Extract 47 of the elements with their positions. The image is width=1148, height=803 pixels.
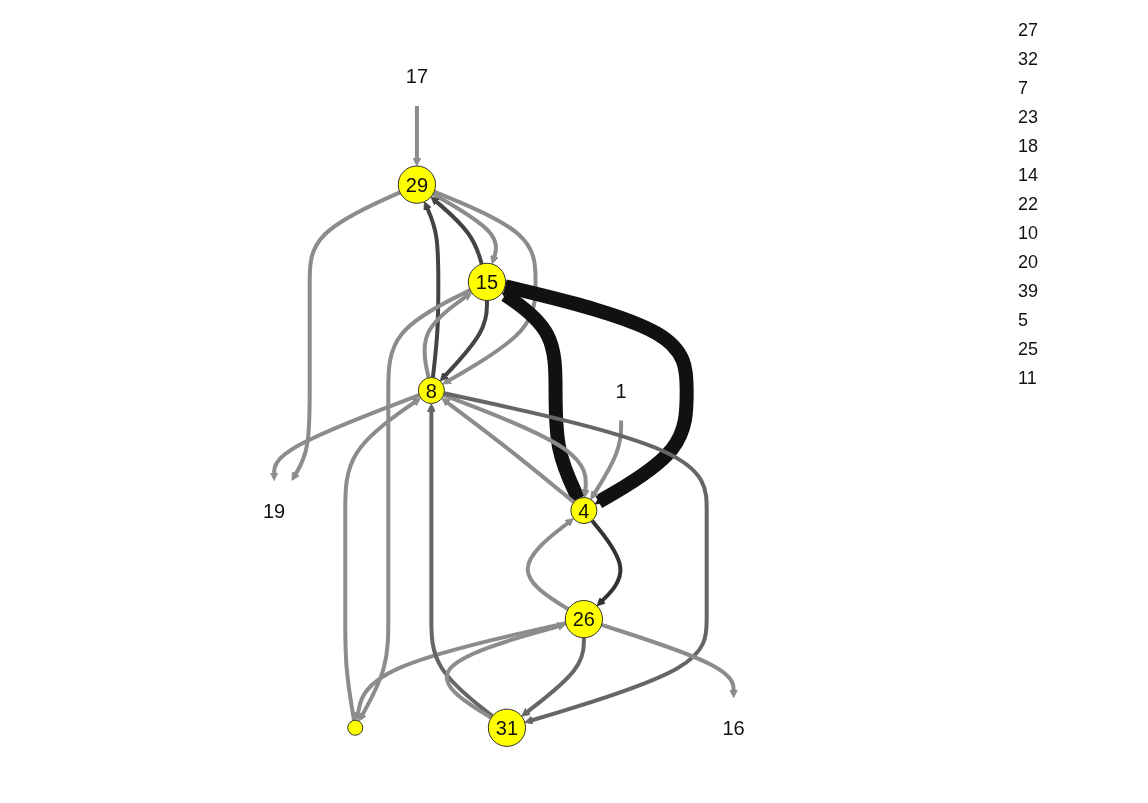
arrow bbox=[445, 621, 567, 720]
node-number-label: 7 bbox=[1018, 78, 1029, 99]
node-number-label: 32 bbox=[1018, 49, 1040, 70]
arrow bbox=[521, 637, 586, 717]
arrow bbox=[432, 191, 499, 265]
arrow bbox=[441, 397, 576, 504]
arrow bbox=[590, 519, 623, 606]
arrow bbox=[503, 279, 694, 508]
node-number-label: 20 bbox=[1018, 252, 1040, 273]
node-text: 17 bbox=[405, 64, 429, 87]
arrow bbox=[422, 291, 473, 378]
node-text: 1 bbox=[615, 379, 627, 402]
node-circle bbox=[347, 719, 364, 736]
node-text: 19 bbox=[263, 499, 286, 522]
arrow bbox=[423, 200, 441, 378]
node-number-label: 14 bbox=[1018, 165, 1040, 186]
node-number-label: 5 bbox=[1018, 310, 1029, 331]
arrow bbox=[343, 397, 422, 721]
arrow bbox=[358, 287, 472, 722]
arrow bbox=[443, 392, 590, 498]
node-circle: 29 bbox=[397, 165, 437, 204]
node-circle: 31 bbox=[487, 708, 527, 747]
arrow bbox=[443, 390, 709, 724]
arrow bbox=[412, 105, 422, 167]
node-number-label: 23 bbox=[1018, 107, 1040, 128]
arrow bbox=[430, 196, 484, 265]
node-circle: 8 bbox=[417, 376, 446, 404]
node-number-label: 10 bbox=[1018, 223, 1040, 244]
arrow bbox=[590, 420, 624, 500]
node-number-label: 25 bbox=[1018, 339, 1040, 360]
node-circle: 26 bbox=[564, 599, 604, 638]
arrow bbox=[291, 190, 401, 481]
arrow bbox=[440, 300, 490, 381]
node-number-label: 11 bbox=[1018, 368, 1038, 389]
node-circle: 15 bbox=[467, 262, 507, 301]
arrow bbox=[433, 189, 538, 384]
arrow bbox=[269, 392, 420, 481]
arrow bbox=[427, 402, 494, 718]
arrow bbox=[353, 620, 567, 721]
arrow bbox=[601, 622, 739, 698]
node-number-label: 27 bbox=[1018, 20, 1040, 41]
node-number-label: 18 bbox=[1018, 136, 1040, 157]
node-text: 16 bbox=[722, 716, 745, 739]
node-circle: 4 bbox=[570, 496, 598, 524]
node-number-label: 22 bbox=[1018, 194, 1040, 215]
arrow bbox=[525, 517, 575, 611]
node-number-label: 39 bbox=[1018, 281, 1040, 302]
